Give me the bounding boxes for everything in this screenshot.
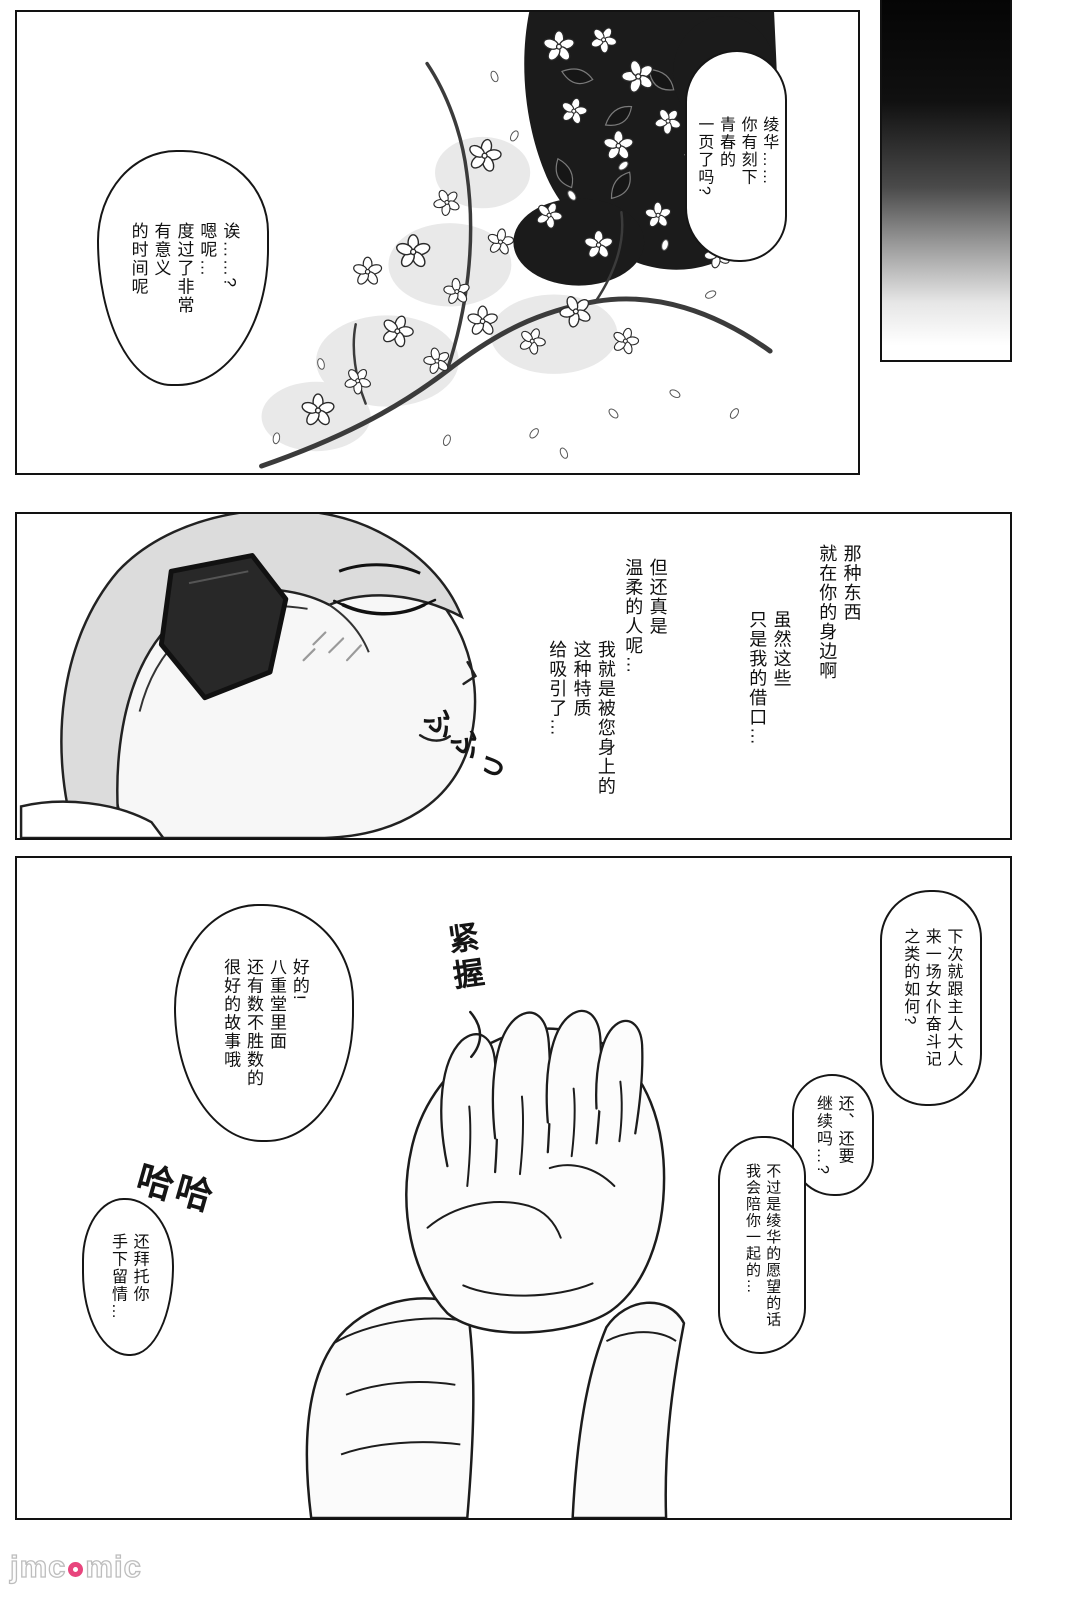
speech-bubble-mercy: 还拜托你 手下留情… <box>82 1198 174 1356</box>
bubble-line: 还有数不胜数的 <box>244 958 263 1088</box>
hands-illustration <box>305 1009 686 1518</box>
mouth <box>418 734 452 742</box>
bubble-line: 一页了吗? <box>695 115 713 197</box>
speech-bubble-reply: 诶……? 嗯呢… 度过了非常 有意义 的时间呢 <box>97 150 269 386</box>
nose <box>462 660 478 686</box>
closed-eye <box>332 598 437 616</box>
bubble-text: 不过是绫华的愿望的话 我会陪你一起的… <box>742 1163 783 1328</box>
speech-bubble-ayaka: 绫华…… 你有刻下 青春的 一页了吗? <box>685 50 787 262</box>
monologue-line: 那种东西 <box>841 544 862 622</box>
bubble-line: 继续吗…? <box>814 1094 831 1176</box>
sfx-grip-tail <box>469 1010 482 1059</box>
falling-petals <box>272 70 739 459</box>
bubble-line: 诶……? <box>220 221 240 289</box>
bubble-text: 还拜托你 手下留情… <box>106 1233 149 1321</box>
speech-bubble-stories: 好的! 八重堂里面 还有数不胜数的 很好的故事哦 <box>174 904 354 1142</box>
gradient-tone-panel <box>880 0 1012 362</box>
bubble-line: 下次就跟主人大人 <box>944 928 962 1068</box>
watermark-ring-icon <box>68 1561 84 1577</box>
monologue-line: 这种特质 <box>571 640 592 718</box>
bubble-line: 绫华…… <box>760 115 778 186</box>
finger-creases <box>426 1080 623 1297</box>
monologue-text: 我就是被您身上的 这种特质 给吸引了… <box>545 640 618 796</box>
watermark-suffix: mic <box>85 1548 142 1584</box>
right-forearm <box>571 1301 686 1518</box>
bubble-line: 我会陪你一起的… <box>744 1162 761 1295</box>
hair-accessory <box>158 553 289 701</box>
bubble-text: 绫华…… 你有刻下 青春的 一页了吗? <box>693 116 779 196</box>
monologue-line: 我就是被您身上的 <box>595 640 616 796</box>
bubble-text: 诶……? 嗯呢… 度过了非常 有意义 的时间呢 <box>126 222 241 315</box>
bubble-line: 之类的如何? <box>901 928 919 1026</box>
bubble-line: 度过了非常 <box>174 221 194 315</box>
interlaced-fingers <box>440 1009 644 1174</box>
sleeve <box>305 1297 475 1518</box>
monologue-line: 但还真是 <box>647 558 668 636</box>
panel-hands: 下次就跟主人大人 来一场女仆奋斗记 之类的如何? 还、还要 继续吗…? 不过是绫… <box>15 856 1012 1520</box>
bubble-text: 还、还要 继续吗…? <box>811 1095 854 1175</box>
bubble-line: 不过是绫华的愿望的话 <box>764 1162 782 1328</box>
monologue-text: 但还真是 温柔的人呢… <box>621 558 670 675</box>
panel-face: 那种东西 就在你的身边啊 虽然这些 只是我的借口… 但还真是 温柔的人呢… 我就… <box>15 512 1012 840</box>
bubble-text: 好的! 八重堂里面 还有数不胜数的 很好的故事哦 <box>218 958 310 1088</box>
panel-blossoms: 绫华…… 你有刻下 青春的 一页了吗? 诶……? 嗯呢… 度过了非常 有意义 的… <box>15 10 860 475</box>
bubble-line: 有意义 <box>151 221 171 278</box>
bubble-text: 下次就跟主人大人 来一场女仆奋斗记 之类的如何? <box>899 928 964 1068</box>
bubble-line: 八重堂里面 <box>266 958 286 1051</box>
bubble-line: 嗯呢… <box>197 221 217 278</box>
blush-lines <box>302 631 362 662</box>
bubble-line: 来一场女仆奋斗记 <box>922 928 940 1068</box>
watermark-prefix: jmc <box>9 1548 67 1584</box>
monologue-text: 虽然这些 只是我的借口… <box>745 610 794 747</box>
bubble-line: 好的! <box>289 958 309 1002</box>
monologue-line: 虽然这些 <box>771 610 792 688</box>
bubble-line: 很好的故事哦 <box>221 958 241 1070</box>
monologue-line: 只是我的借口… <box>747 610 768 747</box>
bubble-line: 的时间呢 <box>128 221 148 296</box>
watermark: jmc mic <box>9 1548 142 1585</box>
collar <box>19 800 165 838</box>
bubble-line: 还、还要 <box>835 1094 853 1165</box>
speech-bubble-wish: 不过是绫华的愿望的话 我会陪你一起的… <box>718 1136 806 1354</box>
monologue-text: 那种东西 就在你的身边啊 <box>815 544 864 681</box>
bubble-line: 青春的 <box>717 115 734 169</box>
speech-bubble-proposal: 下次就跟主人大人 来一场女仆奋斗记 之类的如何? <box>880 890 982 1106</box>
eyebrow <box>338 563 421 575</box>
branch <box>259 61 773 469</box>
bubble-line: 你有刻下 <box>738 115 756 186</box>
monologue-line: 温柔的人呢… <box>623 558 644 675</box>
monologue-line: 给吸引了… <box>547 640 568 738</box>
face-illustration <box>19 514 478 838</box>
bubble-line: 手下留情… <box>109 1233 126 1321</box>
monologue-line: 就在你的身边啊 <box>817 544 838 681</box>
sleeve-folds <box>333 1317 466 1456</box>
bubble-line: 还拜托你 <box>130 1233 148 1304</box>
